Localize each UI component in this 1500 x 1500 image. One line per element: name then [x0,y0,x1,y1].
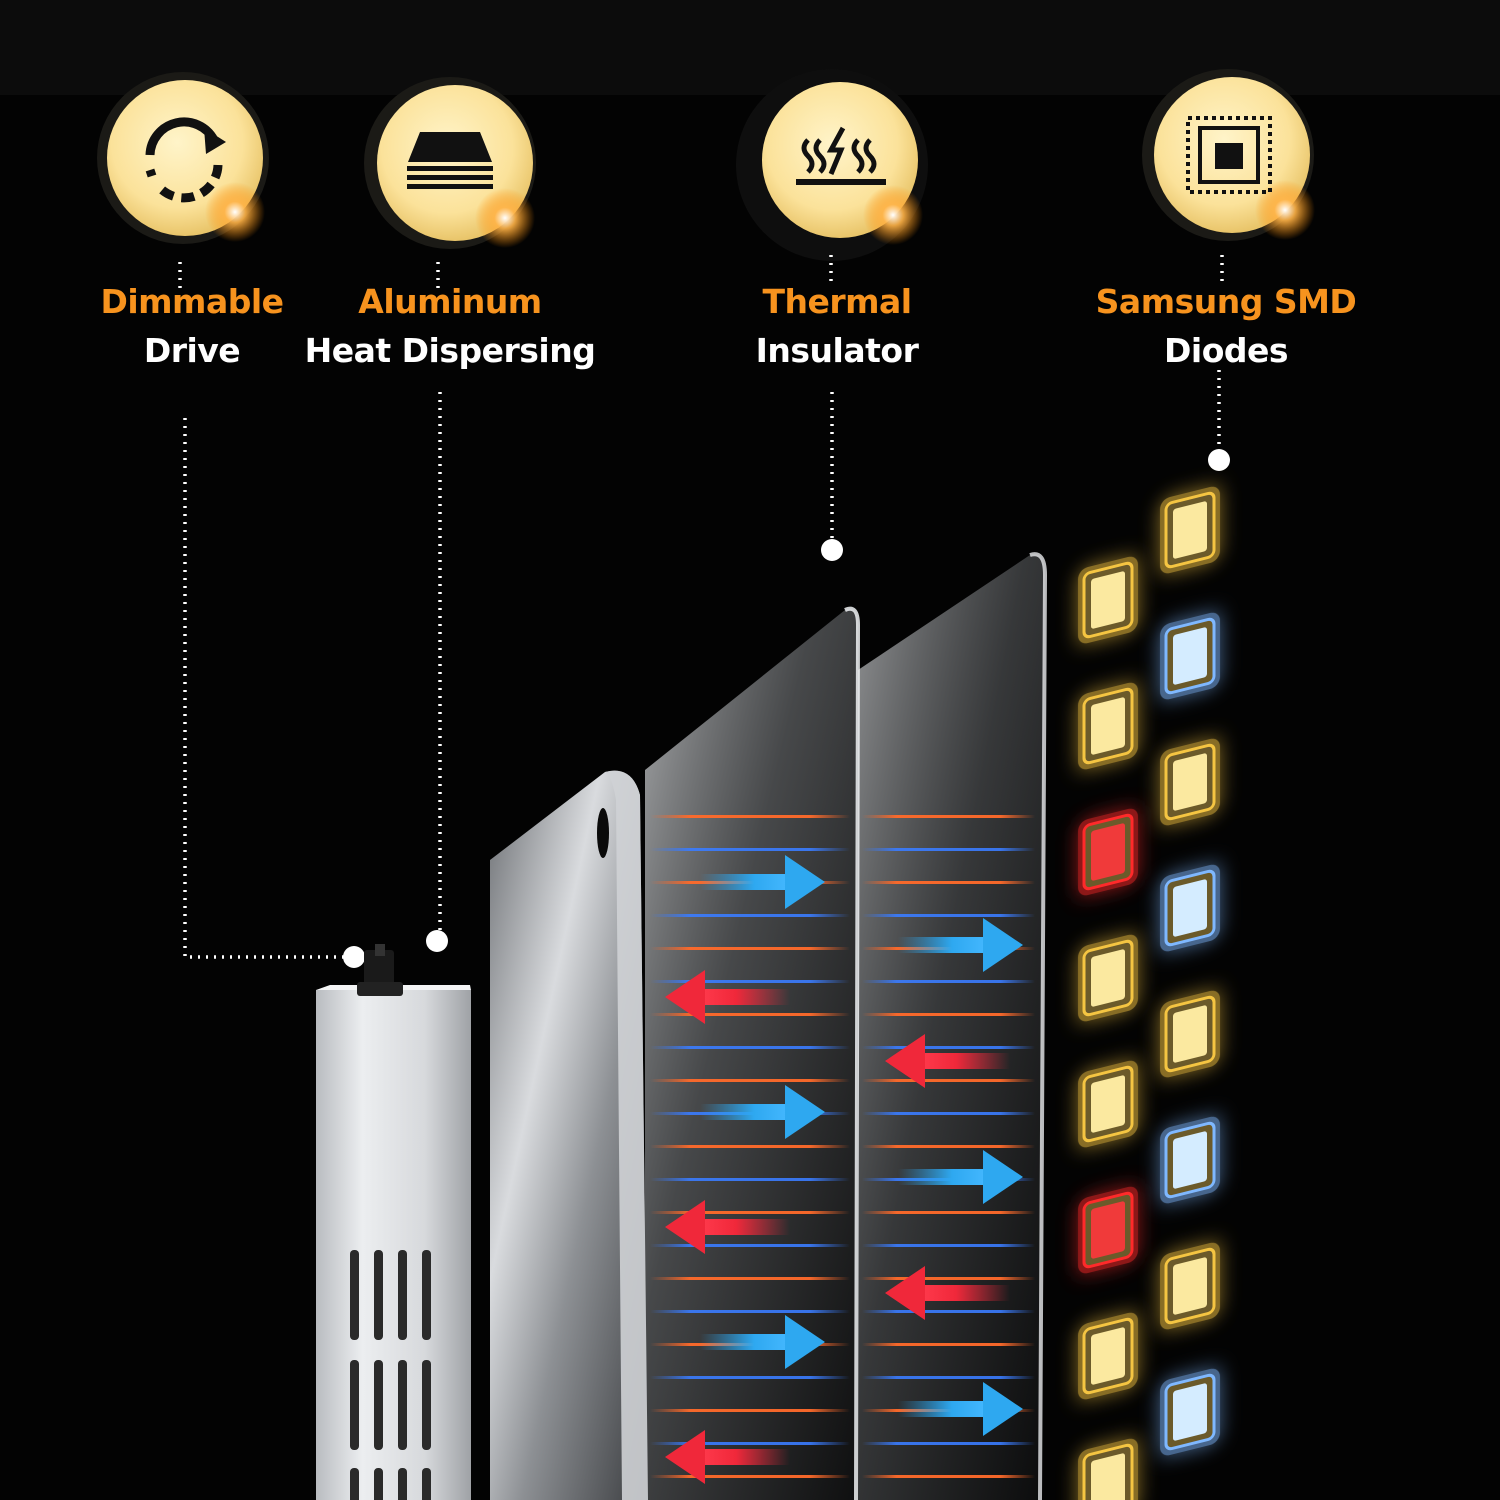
aluminum-layers-icon [364,77,536,249]
thermal-heat-icon [736,69,928,261]
led-diode [1160,738,1220,826]
led-diode [1160,612,1220,700]
heat-line [650,1145,850,1148]
heat-line [862,881,1035,884]
heat-line [650,1244,850,1247]
aluminum-heat-panel [645,606,861,1500]
heat-line [862,815,1035,818]
led-diode [1078,682,1138,770]
heat-line [862,1211,1035,1214]
arrow-right-icon [700,855,825,909]
heat-line [650,848,850,851]
heat-line [650,1442,850,1445]
feature-title: Samsung SMD [1095,282,1357,321]
feature-subtitle: Diodes [1163,331,1289,370]
heat-line [862,1475,1035,1478]
heat-line [650,914,850,917]
heat-line [862,1145,1035,1148]
feature-aluminum: Aluminum Heat Dispersing [280,278,620,376]
arrow-left-icon [665,1430,790,1484]
led-diode [1078,1060,1138,1148]
heat-line [650,1310,850,1313]
heat-line [650,1376,850,1379]
arrow-left-icon [885,1266,1010,1320]
heat-line [862,1244,1035,1247]
heat-line [862,914,1035,917]
heat-line [862,1343,1035,1346]
feature-thermal: Thermal Insulator [667,278,1007,376]
led-diode [1078,808,1138,896]
feature-title: Aluminum [358,282,542,321]
arrow-right-icon [898,918,1023,972]
thermal-insulator-panel [858,552,1048,1500]
heat-line [862,1310,1035,1313]
arrow-right-icon [700,1085,825,1139]
led-diode [1078,1186,1138,1274]
heat-line [650,1013,850,1016]
heat-line [650,1079,850,1082]
heat-line [862,1079,1035,1082]
heat-line [650,1475,850,1478]
led-diode-array [1078,486,1220,1500]
feature-subtitle: Insulator [755,331,919,370]
heat-line [650,815,850,818]
feature-dimmable-drive: Dimmable Drive [22,278,362,376]
heat-line [650,1046,850,1049]
heat-line [650,1409,850,1412]
led-diode [1160,486,1220,574]
arrow-right-icon [700,1315,825,1369]
led-diode [1078,1438,1138,1500]
heat-line [862,1046,1035,1049]
heat-line [862,1442,1035,1445]
heat-line [650,1277,850,1280]
aluminum-plate [490,770,648,1500]
feature-subtitle: Heat Dispersing [304,331,596,370]
led-diode [1078,1312,1138,1400]
feature-subtitle: Drive [143,331,241,370]
heat-line [650,1211,850,1214]
connector-lines [178,255,1224,959]
connector-dots [343,449,1230,968]
led-diode [1078,556,1138,644]
arrow-left-icon [665,970,790,1024]
arrow-left-icon [665,1200,790,1254]
dimmable-refresh-icon [97,72,269,244]
led-diode [1160,1368,1220,1456]
dimmable-driver-box [316,944,471,1500]
arrow-left-icon [885,1034,1010,1088]
heat-line [862,1277,1035,1280]
heat-line [650,980,850,983]
heat-line [862,1013,1035,1016]
led-diode [1078,934,1138,1022]
arrow-right-icon [898,1150,1023,1204]
heat-line [862,1376,1035,1379]
led-diode [1160,1116,1220,1204]
chip-icon [1142,69,1315,241]
feature-title: Dimmable [100,282,284,321]
led-diode [1160,990,1220,1078]
heat-line [862,1112,1035,1115]
arrow-right-icon [898,1382,1023,1436]
top-band [0,0,1500,95]
heat-line [650,947,850,950]
feature-samsung: Samsung SMD Diodes [1056,278,1396,376]
heat-line [862,848,1035,851]
heat-line [650,1178,850,1181]
heat-line [862,980,1035,983]
led-diode [1160,1242,1220,1330]
feature-title: Thermal [762,282,912,321]
led-diode [1160,864,1220,952]
